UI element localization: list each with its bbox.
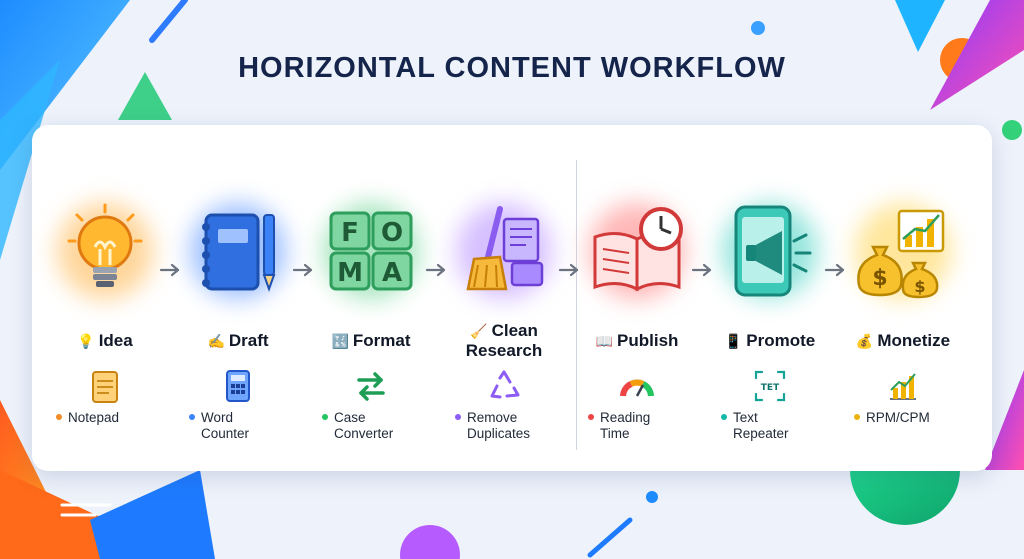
swap-arrows-icon: [357, 372, 385, 401]
bullet-dot: [189, 414, 195, 421]
svg-text:F: F: [341, 218, 359, 248]
bullet-dot: [854, 414, 860, 421]
stage-label-text: Research: [465, 341, 543, 360]
svg-text:O: O: [381, 218, 403, 248]
stage-label-text: Idea: [98, 331, 133, 350]
tool-link[interactable]: Notepad: [56, 410, 176, 426]
flow-arrow-icon: [159, 263, 180, 277]
stage-label-text: Monetize: [877, 331, 951, 350]
notepad-icon: [92, 371, 118, 403]
bullet-dot: [455, 414, 461, 421]
tool-name: RPM/CPM: [866, 410, 930, 425]
bullet-dot: [588, 414, 594, 421]
stage-emoji-icon: 📱: [724, 333, 743, 349]
flow-arrow-icon: [292, 263, 313, 277]
stage-label: 💡Idea: [40, 331, 170, 351]
svg-text:TET: TET: [761, 383, 780, 393]
workflow-stage-idea: 💡Idea Notepad: [40, 125, 170, 471]
recycle-icon: [490, 370, 520, 399]
page-title: HORIZONTAL CONTENT WORKFLOW: [238, 52, 786, 84]
stage-emoji-icon: ✍️: [207, 333, 225, 349]
stage-label: 📖Publish: [572, 331, 702, 351]
svg-text:$: $: [872, 266, 887, 291]
flow-arrow-icon: [824, 263, 845, 277]
flow-arrow-icon: [558, 263, 579, 277]
stage-label-text: Publish: [617, 331, 679, 350]
open-book-clock-icon: [593, 207, 683, 292]
flow-arrow-icon: [425, 263, 446, 277]
stage-label-text: Promote: [746, 331, 816, 350]
stage-emoji-icon: 🧹: [470, 323, 488, 339]
bullet-dot: [56, 414, 62, 421]
stage-emoji-icon: 📖: [595, 333, 614, 349]
workflow-stage-monetize: $ $ 💰Monetize RPM/CPM: [838, 125, 968, 471]
bullet-dot: [721, 414, 727, 421]
stage-label-text: Format: [352, 331, 411, 350]
stage-label: 📱Promote: [705, 331, 835, 351]
flow-arrow-icon: [691, 263, 712, 277]
tool-name: Notepad: [68, 410, 120, 425]
stage-label-text: Clean: [491, 321, 538, 340]
stage-label: ✍️Draft: [173, 331, 303, 351]
gauge-icon: [620, 379, 654, 397]
broom-documents-icon: [466, 206, 544, 291]
text-expand-icon: TET: [754, 370, 786, 402]
notebook-pen-icon: [202, 213, 276, 292]
section-divider: [576, 160, 577, 450]
calculator-icon: [226, 370, 250, 402]
svg-text:A: A: [382, 258, 402, 288]
svg-text:M: M: [337, 258, 363, 288]
svg-text:$: $: [914, 277, 925, 296]
stage-emoji-icon: 💰: [855, 333, 874, 349]
lightbulb-icon: [67, 203, 143, 287]
tool-link[interactable]: RPM/CPM: [854, 410, 974, 426]
stage-emoji-icon: 🔣: [331, 333, 349, 349]
money-bags-chart-icon: $ $: [857, 209, 945, 299]
stage-label: 🔣Format: [306, 331, 436, 351]
phone-megaphone-icon: [734, 205, 812, 297]
bullet-dot: [322, 414, 328, 421]
stage-label-text: Draft: [228, 331, 269, 350]
stage-label: 💰Monetize: [838, 331, 968, 351]
bar-chart-icon: [890, 373, 916, 400]
stage-emoji-icon: 💡: [77, 333, 95, 349]
